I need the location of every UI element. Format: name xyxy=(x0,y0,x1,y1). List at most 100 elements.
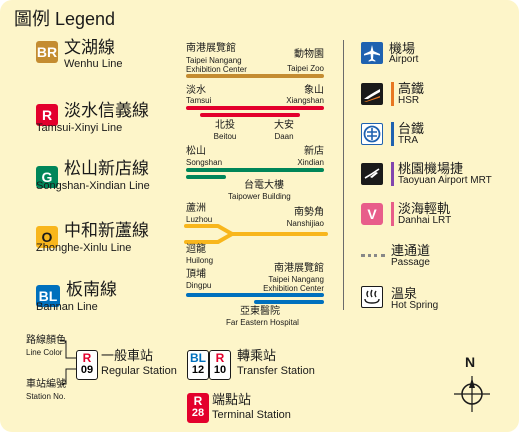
danhai-lrt-color-bar xyxy=(391,202,394,226)
tra-label-en: TRA xyxy=(398,135,418,146)
blue-terminal-right-en2: Exhibition Center xyxy=(263,284,324,293)
compass-north-label: N xyxy=(465,354,476,370)
zhonghe-xinlu-line-name-en: Zhonghe-Xinlu Line xyxy=(36,242,132,254)
station-callout-lines xyxy=(60,340,76,385)
danhai-lrt-icon: V xyxy=(361,203,383,225)
zhonghe-xinlu-line-name-zh: 中和新蘆線 xyxy=(64,221,149,240)
tra-color-bar xyxy=(391,122,394,146)
airport-mrt-icon xyxy=(361,163,383,185)
green-terminal-left-zh: 松山 xyxy=(186,146,206,157)
hsr-color-bar xyxy=(391,82,394,106)
songshan-xindian-line-route xyxy=(186,168,324,172)
tra-icon xyxy=(361,123,383,145)
songshan-xindian-line-badge: G xyxy=(36,166,58,188)
blue-branch-zh: 亞東醫院 xyxy=(240,306,280,317)
hsr-label-zh: 高鐵 xyxy=(398,81,425,96)
wenhu-terminal-right-zh: 動物園 xyxy=(294,49,324,60)
terminal-station-label-zh: 端點站 xyxy=(212,392,252,407)
orange-terminal-top-left-zh: 蘆洲 xyxy=(186,203,206,214)
transfer-station-symbol-r: R 10 xyxy=(209,350,231,380)
line-color-label-en: Line Color xyxy=(26,348,63,357)
red-terminal-left-zh: 淡水 xyxy=(186,85,206,96)
tamsui-xinyi-line-badge: R xyxy=(36,104,58,126)
blue-terminal-right-zh: 南港展覽館 xyxy=(274,263,324,274)
orange-terminal-bottom-left-zh: 迴龍 xyxy=(186,244,206,255)
songshan-xindian-line-name-en: Songshan-Xindian Line xyxy=(36,180,150,192)
zhonghe-xinlu-line-badge: O xyxy=(36,226,58,248)
blue-terminal-right-en1: Taipei Nangang xyxy=(268,275,324,284)
line-color-label-zh: 路線顏色 xyxy=(26,335,66,346)
regular-station-label-en: Regular Station xyxy=(101,365,177,377)
bannan-branch-route xyxy=(254,300,324,304)
orange-terminal-top-left-en: Luzhou xyxy=(186,215,213,224)
red-branch-beitou-en: Beitou xyxy=(213,132,237,141)
wenhu-terminal-left-en2: Exhibition Center xyxy=(186,65,247,74)
bannan-line-name-zh: 板南線 xyxy=(66,280,117,299)
blue-terminal-left-zh: 頂埔 xyxy=(186,269,206,280)
hsr-icon xyxy=(361,83,383,105)
songshan-xindian-branch-route xyxy=(186,175,226,179)
red-terminal-right-zh: 象山 xyxy=(304,85,324,96)
red-branch-daan-en: Daan xyxy=(274,132,294,141)
regular-station-label-zh: 一般車站 xyxy=(101,348,154,363)
wenhu-line-name-zh: 文湖線 xyxy=(64,38,115,57)
orange-terminal-bottom-left-en: Huilong xyxy=(186,256,214,265)
transfer-station-symbol-bl: BL 12 xyxy=(187,350,209,380)
tamsui-xinyi-branch-route xyxy=(200,113,300,117)
regular-station-symbol: R 09 xyxy=(76,350,98,380)
blue-terminal-left-en: Dingpu xyxy=(186,281,212,290)
hot-spring-label-zh: 溫泉 xyxy=(391,286,418,301)
airport-mrt-label-zh: 桃園機場捷 xyxy=(398,161,464,176)
red-branch-beitou-zh: 北投 xyxy=(215,120,235,131)
orange-terminal-right-en: Nanshijiao xyxy=(286,219,324,228)
airport-mrt-label-en: Taoyuan Airport MRT xyxy=(398,175,492,186)
wenhu-terminal-left-zh: 南港展覽館 xyxy=(186,43,236,54)
terminal-station-label-en: Terminal Station xyxy=(212,409,291,421)
green-branch-en: Taipower Building xyxy=(228,192,291,201)
transfer-station-label-zh: 轉乘站 xyxy=(237,348,277,363)
terminal-station-symbol: R 28 xyxy=(187,393,209,423)
airport-mrt-color-bar xyxy=(391,162,394,186)
wenhu-terminal-right-en: Taipei Zoo xyxy=(287,64,324,73)
passage-label-en: Passage xyxy=(391,257,430,268)
airport-icon xyxy=(361,42,383,64)
station-no-label-en: Station No. xyxy=(26,392,66,401)
hsr-label-en: HSR xyxy=(398,95,420,106)
legend-title: 圖例 Legend xyxy=(14,9,116,29)
green-branch-zh: 台電大樓 xyxy=(244,180,284,191)
hot-spring-icon xyxy=(361,286,383,308)
danhai-lrt-label-zh: 淡海輕軌 xyxy=(398,201,451,216)
zhonghe-xinlu-line-route xyxy=(184,224,328,244)
passage-label-zh: 連通道 xyxy=(391,243,431,258)
airport-label-en: Airport xyxy=(389,54,419,65)
bannan-line-badge: BL xyxy=(36,285,60,307)
transfer-station-label-en: Transfer Station xyxy=(237,365,315,377)
tamsui-xinyi-line-name-en: Tamsui-Xinyi Line xyxy=(36,122,123,134)
station-no-label-zh: 車站編號 xyxy=(26,379,66,390)
wenhu-line-name-en: Wenhu Line xyxy=(64,58,123,70)
tamsui-xinyi-line-route xyxy=(186,106,324,110)
bannan-line-name-en: Bannan Line xyxy=(36,301,98,313)
green-terminal-right-zh: 新店 xyxy=(304,146,324,157)
wenhu-line-route xyxy=(186,74,324,78)
column-divider xyxy=(343,40,344,310)
danhai-lrt-label-en: Danhai LRT xyxy=(398,215,452,226)
airport-label-zh: 機場 xyxy=(389,41,416,56)
tamsui-xinyi-line-name-zh: 淡水信義線 xyxy=(64,101,149,120)
red-branch-daan-zh: 大安 xyxy=(274,120,294,131)
red-terminal-left-en: Tamsui xyxy=(186,96,212,105)
red-terminal-right-en: Xiangshan xyxy=(286,96,324,105)
compass-icon xyxy=(454,376,490,412)
blue-branch-en: Far Eastern Hospital xyxy=(226,318,299,327)
songshan-xindian-line-name-zh: 松山新店線 xyxy=(64,159,149,178)
orange-terminal-right-zh: 南勢角 xyxy=(294,207,324,218)
green-terminal-left-en: Songshan xyxy=(186,158,223,167)
wenhu-terminal-left-en1: Taipei Nangang xyxy=(186,56,242,65)
hot-spring-label-en: Hot Spring xyxy=(391,300,439,311)
green-terminal-right-en: Xindian xyxy=(297,158,324,167)
tra-label-zh: 台鐵 xyxy=(398,121,425,136)
passage-icon xyxy=(361,254,385,257)
wenhu-line-badge: BR xyxy=(36,41,58,63)
bannan-line-route xyxy=(186,293,324,297)
